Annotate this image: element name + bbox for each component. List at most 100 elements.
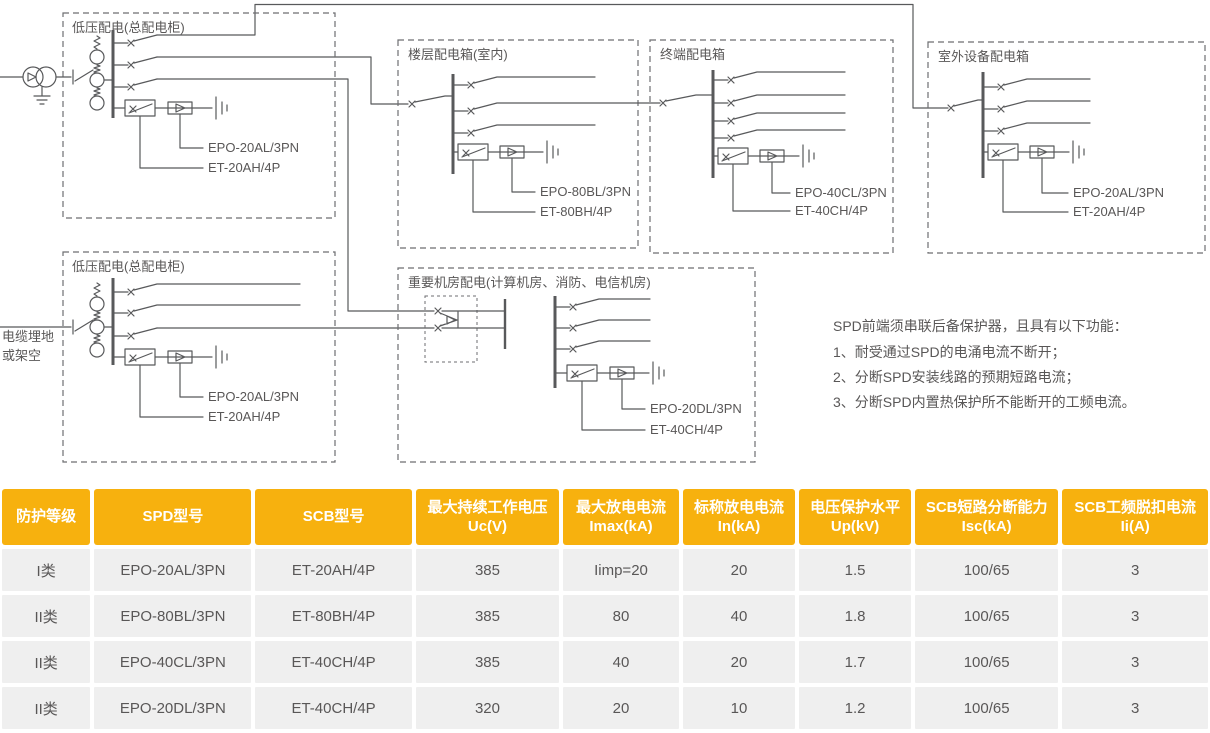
col-header-scb-model: SCB型号 — [255, 489, 412, 545]
table-cell: 40 — [563, 641, 679, 683]
table-cell: Iimp=20 — [563, 549, 679, 591]
breaker-x-icon — [467, 129, 475, 137]
wiring-diagram: 低压配电(总配电柜) EPO-20AL/3PN ET-20AH/4P — [0, 3, 1206, 463]
box-title: 重要机房配电(计算机房、消防、电信机房) — [408, 275, 651, 290]
transformer-icon — [0, 66, 72, 105]
wires — [555, 298, 651, 431]
table-cell: 100/65 — [914, 549, 1059, 591]
box-main-distribution-top: 低压配电(总配电柜) EPO-20AL/3PN ET-20AH/4P — [0, 12, 336, 219]
table-cell: 320 — [415, 687, 560, 729]
table-cell: 3 — [1062, 595, 1208, 637]
table-cell: 20 — [682, 641, 796, 683]
table-cell: 3 — [1062, 549, 1208, 591]
box-outline — [649, 39, 894, 254]
box-outline — [927, 41, 1206, 254]
cable-label-line1: 电缆埋地 — [2, 329, 54, 344]
scb-symbol — [987, 143, 1019, 161]
spd-model-label: EPO-20DL/3PN — [650, 401, 742, 416]
table-cell: 1.2 — [799, 687, 911, 729]
wires — [953, 78, 1091, 213]
spd-symbol — [609, 366, 635, 380]
ground-icon — [546, 140, 559, 164]
interconnect-wires — [156, 3, 949, 329]
ground-icon — [802, 144, 815, 168]
breaker-x-icon — [127, 288, 135, 296]
scb-model-label: ET-20AH/4P — [208, 160, 280, 175]
ground-icon — [652, 361, 665, 385]
table-cell: 3 — [1062, 641, 1208, 683]
spd-symbol — [759, 149, 785, 163]
breaker-x-icon — [659, 99, 667, 107]
scb-model-label: ET-20AH/4P — [208, 409, 280, 424]
table-cell: 100/65 — [914, 641, 1059, 683]
scb-model-label: ET-40CH/4P — [795, 203, 868, 218]
table-cell: 385 — [415, 549, 560, 591]
breaker-x-icon — [569, 303, 577, 311]
spd-note-item: 1、耐受通过SPD的电涌电流不断开； — [833, 344, 1066, 361]
spd-model-label: EPO-80BL/3PN — [540, 184, 631, 199]
breaker-x-icon — [127, 332, 135, 340]
breaker-x-icon — [569, 345, 577, 353]
scb-symbol — [124, 348, 156, 366]
table-cell: II类 — [2, 641, 91, 683]
scb-symbol — [124, 99, 156, 117]
breaker-x-icon — [127, 83, 135, 91]
table-cell: 80 — [563, 595, 679, 637]
table-cell: EPO-20DL/3PN — [94, 687, 252, 729]
breaker-x-icon — [467, 107, 475, 115]
box-main-distribution-bottom: 低压配电(总配电柜) EPO-20AL/3PN ET-20AH/4P — [0, 251, 336, 463]
spd-model-label: EPO-40CL/3PN — [795, 185, 887, 200]
table-cell: 1.8 — [799, 595, 911, 637]
breaker-x-icon — [947, 104, 955, 112]
table-cell: 100/65 — [914, 687, 1059, 729]
spd-symbol — [499, 145, 525, 159]
spd-model-label: EPO-20AL/3PN — [208, 389, 299, 404]
box-floor-distribution: 楼层配电箱(室内) EPO-80BL/3PN ET-80BH/4P — [397, 39, 661, 249]
box-title: 室外设备配电箱 — [938, 49, 1029, 64]
box-title: 低压配电(总配电柜) — [72, 259, 185, 274]
wires — [72, 34, 213, 169]
box-outline — [397, 267, 756, 463]
spd-note-item: 3、分断SPD内置热保护所不能断开的工频电流。 — [833, 394, 1136, 410]
scb-symbol — [566, 364, 598, 382]
wires — [665, 71, 846, 212]
scb-symbol — [717, 147, 749, 165]
breaker-x-icon — [727, 76, 735, 84]
breaker-x-icon — [727, 134, 735, 142]
incoming-cable-label: 电缆埋地 或架空 — [2, 329, 54, 363]
table-cell: 1.7 — [799, 641, 911, 683]
table-cell: II类 — [2, 595, 91, 637]
scb-model-label: ET-40CH/4P — [650, 422, 723, 437]
breaker-x-icon — [127, 39, 135, 47]
table-cell: 10 — [682, 687, 796, 729]
breaker-x-icon — [467, 81, 475, 89]
table-cell: 20 — [682, 549, 796, 591]
table-cell: 385 — [415, 595, 560, 637]
spd-note-item: 2、分断SPD安装线路的预期短路电流； — [833, 369, 1080, 386]
breaker-x-icon — [127, 309, 135, 317]
ground-icon — [1072, 140, 1085, 164]
table-cell: 3 — [1062, 687, 1208, 729]
ground-icon — [215, 345, 228, 369]
box-title: 终端配电箱 — [660, 47, 725, 62]
spd-symbol — [167, 350, 193, 364]
scb-symbol — [457, 143, 489, 161]
col-header-protection-class: 防护等级 — [2, 489, 91, 545]
table-cell: 100/65 — [914, 595, 1059, 637]
spd-model-label: EPO-20AL/3PN — [1073, 185, 1164, 200]
box-server-room-distribution: 重要机房配电(计算机房、消防、电信机房) EPO-20DL/3PN ET-40C… — [397, 267, 756, 463]
box-terminal-distribution: 终端配电箱 EPO-40CL/3PN ET-40CH/4P — [649, 39, 894, 254]
table-cell: 40 — [682, 595, 796, 637]
box-outline — [62, 251, 336, 463]
breaker-x-icon — [997, 105, 1005, 113]
box-title: 低压配电(总配电柜) — [72, 20, 185, 35]
box-outline — [397, 39, 639, 249]
cable-label-line2: 或架空 — [2, 348, 41, 363]
